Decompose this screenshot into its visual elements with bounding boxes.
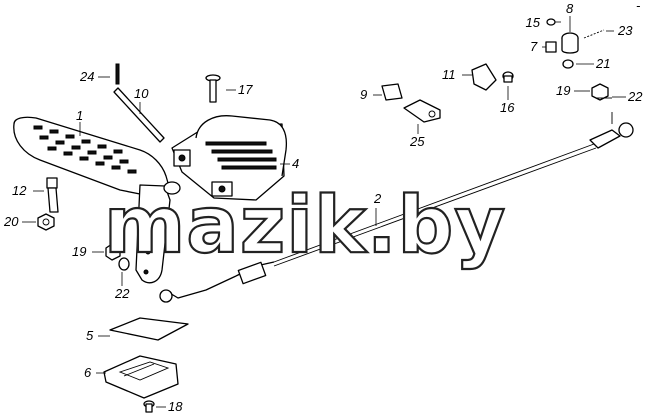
washer-21 (562, 59, 574, 69)
label-12: 12 (12, 183, 27, 198)
screw-18 (143, 400, 155, 413)
label-9: 9 (360, 87, 367, 102)
pedal-plate (13, 116, 181, 284)
knob-8 (561, 32, 579, 54)
foot-rest-bracket (171, 115, 288, 201)
label-20: 20 (3, 214, 19, 229)
label-19a: 19 (72, 244, 86, 259)
watermark-text: mazik.by (104, 181, 506, 271)
label-1: 1 (76, 108, 83, 123)
bolt-17 (205, 74, 221, 103)
label-10: 10 (134, 86, 149, 101)
pin (115, 63, 120, 85)
label-22a: 22 (114, 286, 130, 301)
label-2: 2 (373, 191, 382, 206)
washer-22-left (118, 257, 130, 271)
label-6: 6 (84, 365, 92, 380)
corner-mark: - (636, 0, 641, 13)
control-cable (159, 112, 634, 303)
nut-19-right (591, 83, 609, 101)
screw-16 (502, 71, 514, 83)
label-17: 17 (238, 82, 253, 97)
nut-20 (37, 213, 55, 231)
label-22b: 22 (627, 89, 643, 104)
rod (113, 87, 165, 143)
label-16: 16 (500, 100, 515, 115)
label-15: 15 (526, 15, 541, 30)
label-21: 21 (595, 56, 610, 71)
plate-5 (109, 317, 189, 341)
bracket-6 (103, 355, 179, 399)
nut-19-left (105, 243, 121, 261)
label-18: 18 (168, 399, 183, 414)
label-8: 8 (566, 1, 574, 16)
spring-23 (583, 29, 605, 39)
leader-lines (22, 16, 626, 408)
bolt-12 (46, 177, 59, 213)
plate-9 (381, 83, 403, 101)
label-25: 25 (409, 134, 425, 149)
label-7: 7 (530, 39, 538, 54)
label-23: 23 (617, 23, 633, 38)
label-5: 5 (86, 328, 94, 343)
label-4: 4 (292, 156, 299, 171)
label-11: 11 (442, 67, 456, 82)
label-24: 24 (79, 69, 94, 84)
clip-25 (403, 99, 441, 123)
label-19b: 19 (556, 83, 570, 98)
bushing-7 (545, 41, 557, 53)
clamp-11 (471, 63, 497, 91)
callout-labels: 1 10 24 17 4 12 20 19 22 2 9 25 11 16 5 … (3, 0, 643, 414)
screw-15 (546, 18, 556, 26)
